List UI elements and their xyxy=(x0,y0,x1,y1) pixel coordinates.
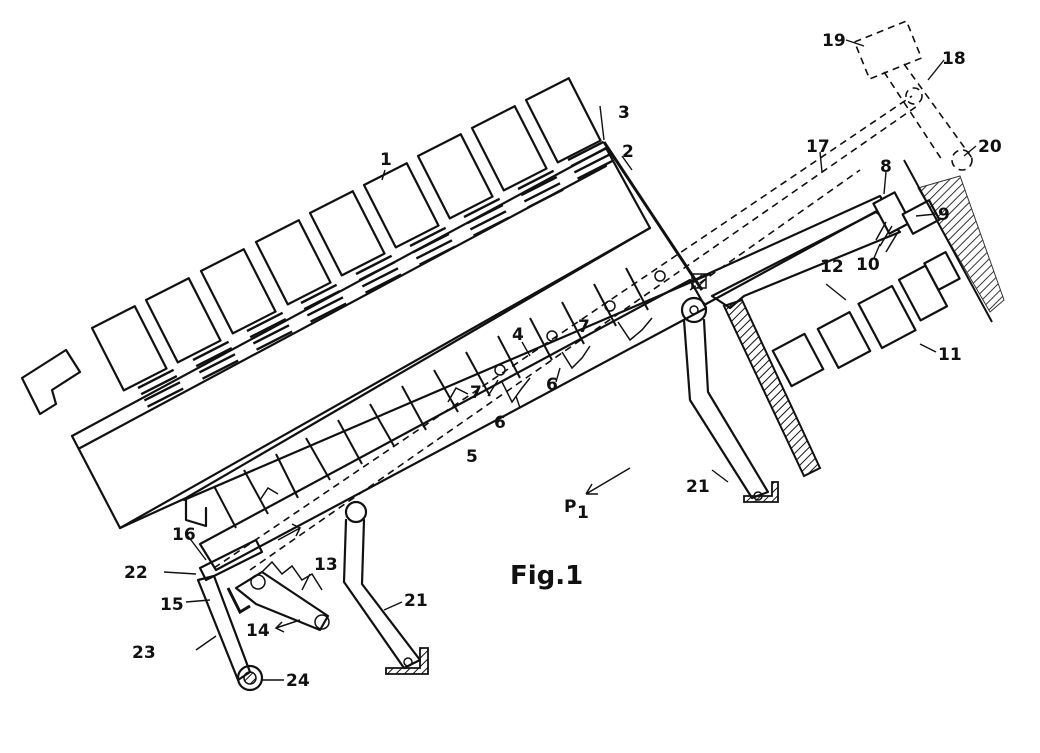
direction-arrow-p1 xyxy=(585,467,631,495)
label-7a: 7 xyxy=(470,383,482,403)
key-block-4 xyxy=(254,219,332,306)
pin-7b xyxy=(546,330,558,342)
key-block-1 xyxy=(90,305,168,392)
key-block-5 xyxy=(308,190,386,277)
upper-key-row xyxy=(20,77,614,416)
label-6a: 6 xyxy=(494,413,506,433)
left-end-cap xyxy=(20,348,82,416)
key-block-3 xyxy=(199,248,277,335)
hatched-wall-right xyxy=(917,175,1005,313)
pivot-24 xyxy=(243,671,257,685)
hatched-stop xyxy=(226,587,251,615)
label-20: 20 xyxy=(978,137,1002,157)
label-3: 3 xyxy=(618,103,630,123)
lever-21-left xyxy=(342,500,429,675)
pin-7d xyxy=(654,270,666,282)
label-16: 16 xyxy=(172,525,196,545)
label-1: 1 xyxy=(380,150,392,170)
label-10: 10 xyxy=(856,255,880,275)
part-15 xyxy=(198,538,264,582)
pin-7a xyxy=(494,364,506,376)
label-21a: 21 xyxy=(686,477,710,497)
label-11: 11 xyxy=(938,345,962,365)
reference-numerals: 1 2 3 4 5 6 6 7 7 8 9 10 11 12 13 14 15 … xyxy=(124,31,1002,691)
label-17: 17 xyxy=(806,137,830,157)
label-9: 9 xyxy=(938,205,950,225)
label-24: 24 xyxy=(286,671,310,691)
label-14: 14 xyxy=(246,621,270,641)
key-block-7 xyxy=(416,133,494,220)
key-block-9 xyxy=(524,77,602,164)
label-13: 13 xyxy=(314,555,338,575)
spring-13 xyxy=(261,560,323,591)
hatched-wall-left xyxy=(722,298,822,478)
label-18: 18 xyxy=(942,49,966,69)
figure-caption: Fig.1 xyxy=(510,561,583,591)
label-4: 4 xyxy=(512,325,524,345)
label-19: 19 xyxy=(822,31,846,51)
label-6b: 6 xyxy=(546,375,558,395)
label-7b: 7 xyxy=(578,317,590,337)
label-8: 8 xyxy=(880,157,892,177)
arrow-label-subscript: 1 xyxy=(577,503,589,523)
lever-23 xyxy=(196,574,264,692)
lever-21-right xyxy=(680,273,779,503)
label-5: 5 xyxy=(466,447,478,467)
dashed-linkage-17 xyxy=(213,95,921,571)
pivot-20 xyxy=(951,149,973,171)
label-23: 23 xyxy=(132,643,156,663)
stack-12 xyxy=(771,251,961,388)
escapement-mechanism xyxy=(688,159,1005,478)
label-12: 12 xyxy=(820,257,844,277)
lower-key-row xyxy=(118,226,712,530)
label-2: 2 xyxy=(622,142,634,162)
label-22: 22 xyxy=(124,563,148,583)
pin-7c xyxy=(604,300,616,312)
part-8 xyxy=(872,191,912,235)
label-21b: 21 xyxy=(404,591,428,611)
key-block-2 xyxy=(144,277,222,364)
pawl-14 xyxy=(198,523,330,633)
key-block-8 xyxy=(470,105,548,192)
dashed-actuator xyxy=(853,19,973,171)
figure-caption-group: Fig.1 P 1 xyxy=(510,497,589,591)
key-block-6 xyxy=(362,162,440,249)
arrow-label-p: P xyxy=(564,497,576,517)
arrow-16 xyxy=(277,523,302,541)
leader-lines xyxy=(163,39,977,681)
label-15: 15 xyxy=(160,595,184,615)
part-19 xyxy=(853,19,923,81)
double-arrow-14 xyxy=(274,619,301,633)
